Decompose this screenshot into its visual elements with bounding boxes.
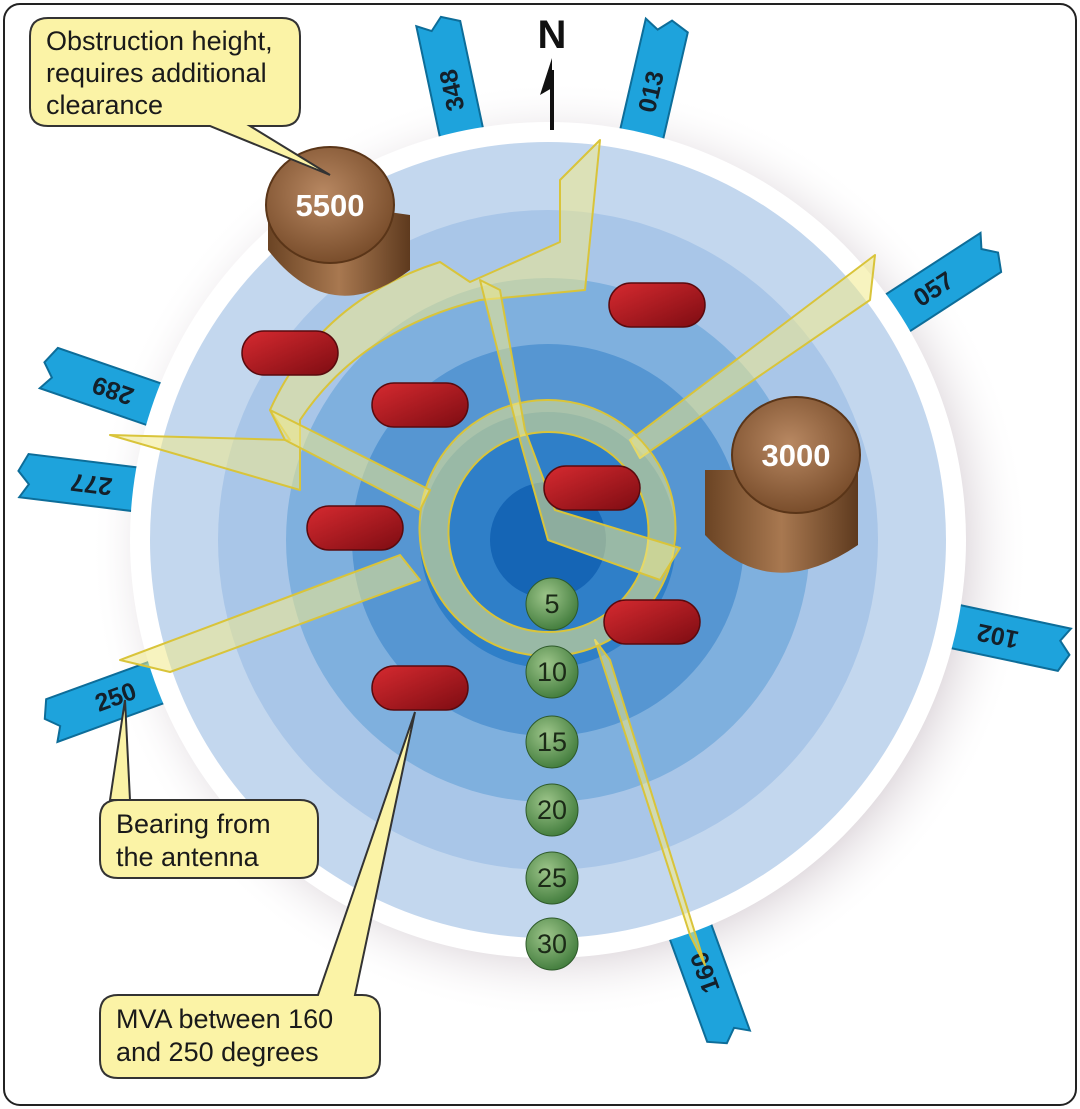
- mva-marker-7: [608, 282, 706, 328]
- callout-bearing-line-1: Bearing from: [116, 809, 271, 839]
- range-ring-value: 30: [537, 929, 567, 959]
- range-ring-label-5: 5: [525, 577, 579, 631]
- range-ring-label-10: 10: [525, 645, 579, 699]
- cylinder-top-3000: [731, 396, 861, 514]
- callout-mva-line-2: and 250 degrees: [116, 1037, 319, 1067]
- callout-mva: MVA between 160 and 250 degrees: [99, 711, 416, 1079]
- range-ring-marker: [525, 645, 579, 699]
- range-ring-label-15: 15: [525, 715, 579, 769]
- callout-bearing: Bearing from the antenna: [99, 699, 319, 879]
- mva-markers: [241, 282, 706, 711]
- range-ring-marker: [525, 917, 579, 971]
- north-arrow: N: [538, 13, 567, 130]
- cylinder-top-5500: [265, 146, 395, 264]
- mva-marker-2: [371, 382, 469, 428]
- callout-mva-line-1: MVA between 160: [116, 1004, 333, 1034]
- range-ring-value: 5: [544, 589, 559, 619]
- bearing-label: 277: [69, 467, 114, 500]
- range-ring-label-30: 30: [525, 917, 579, 971]
- callout-obstruction-line-1: Obstruction height,: [46, 26, 273, 56]
- range-ring-label-20: 20: [525, 783, 579, 837]
- mva-marker-6: [603, 599, 701, 645]
- obstruction-5500: 5500: [265, 146, 410, 296]
- sector-inner-cut: [479, 279, 681, 581]
- mva-marker-4: [371, 665, 469, 711]
- range-ring-marker: [525, 851, 579, 905]
- north-label: N: [538, 13, 567, 57]
- range-ring-marker: [525, 783, 579, 837]
- sector-arm-160: [594, 639, 706, 966]
- obstruction-height-3000: 3000: [762, 438, 831, 473]
- callout-bearing-line-2: the antenna: [116, 842, 260, 872]
- range-ring-label-25: 25: [525, 851, 579, 905]
- range-ring-marker: [525, 577, 579, 631]
- range-ring-value: 15: [537, 727, 567, 757]
- callout-bearing-box: [99, 699, 319, 879]
- mva-marker-3: [306, 505, 404, 551]
- obstruction-3000: 3000: [705, 396, 861, 573]
- north-arrowhead: [540, 58, 552, 95]
- range-ring-value: 25: [537, 863, 567, 893]
- callout-obstruction: Obstruction height, requires additional …: [29, 17, 331, 176]
- callout-obstruction-line-2: requires additional: [46, 58, 267, 88]
- callout-obstruction-box: [29, 17, 331, 176]
- range-ring-labels: 5 10 15 20 25 30: [525, 577, 579, 971]
- sector-arm-250: [119, 554, 421, 673]
- obstruction-height-5500: 5500: [296, 188, 365, 223]
- mva-marker-1: [241, 330, 339, 376]
- mva-marker-5: [543, 465, 641, 511]
- sector-overlays: [109, 139, 876, 966]
- sector-arm-277-inner: [269, 409, 431, 511]
- bearing-tab-277: 277: [17, 452, 165, 516]
- range-ring-value: 10: [537, 657, 567, 687]
- bearing-tab-013: 013: [613, 16, 689, 167]
- range-ring-value: 20: [537, 795, 567, 825]
- callout-mva-box: [99, 711, 416, 1079]
- range-ring-marker: [525, 715, 579, 769]
- callout-obstruction-line-3: clearance: [46, 90, 163, 120]
